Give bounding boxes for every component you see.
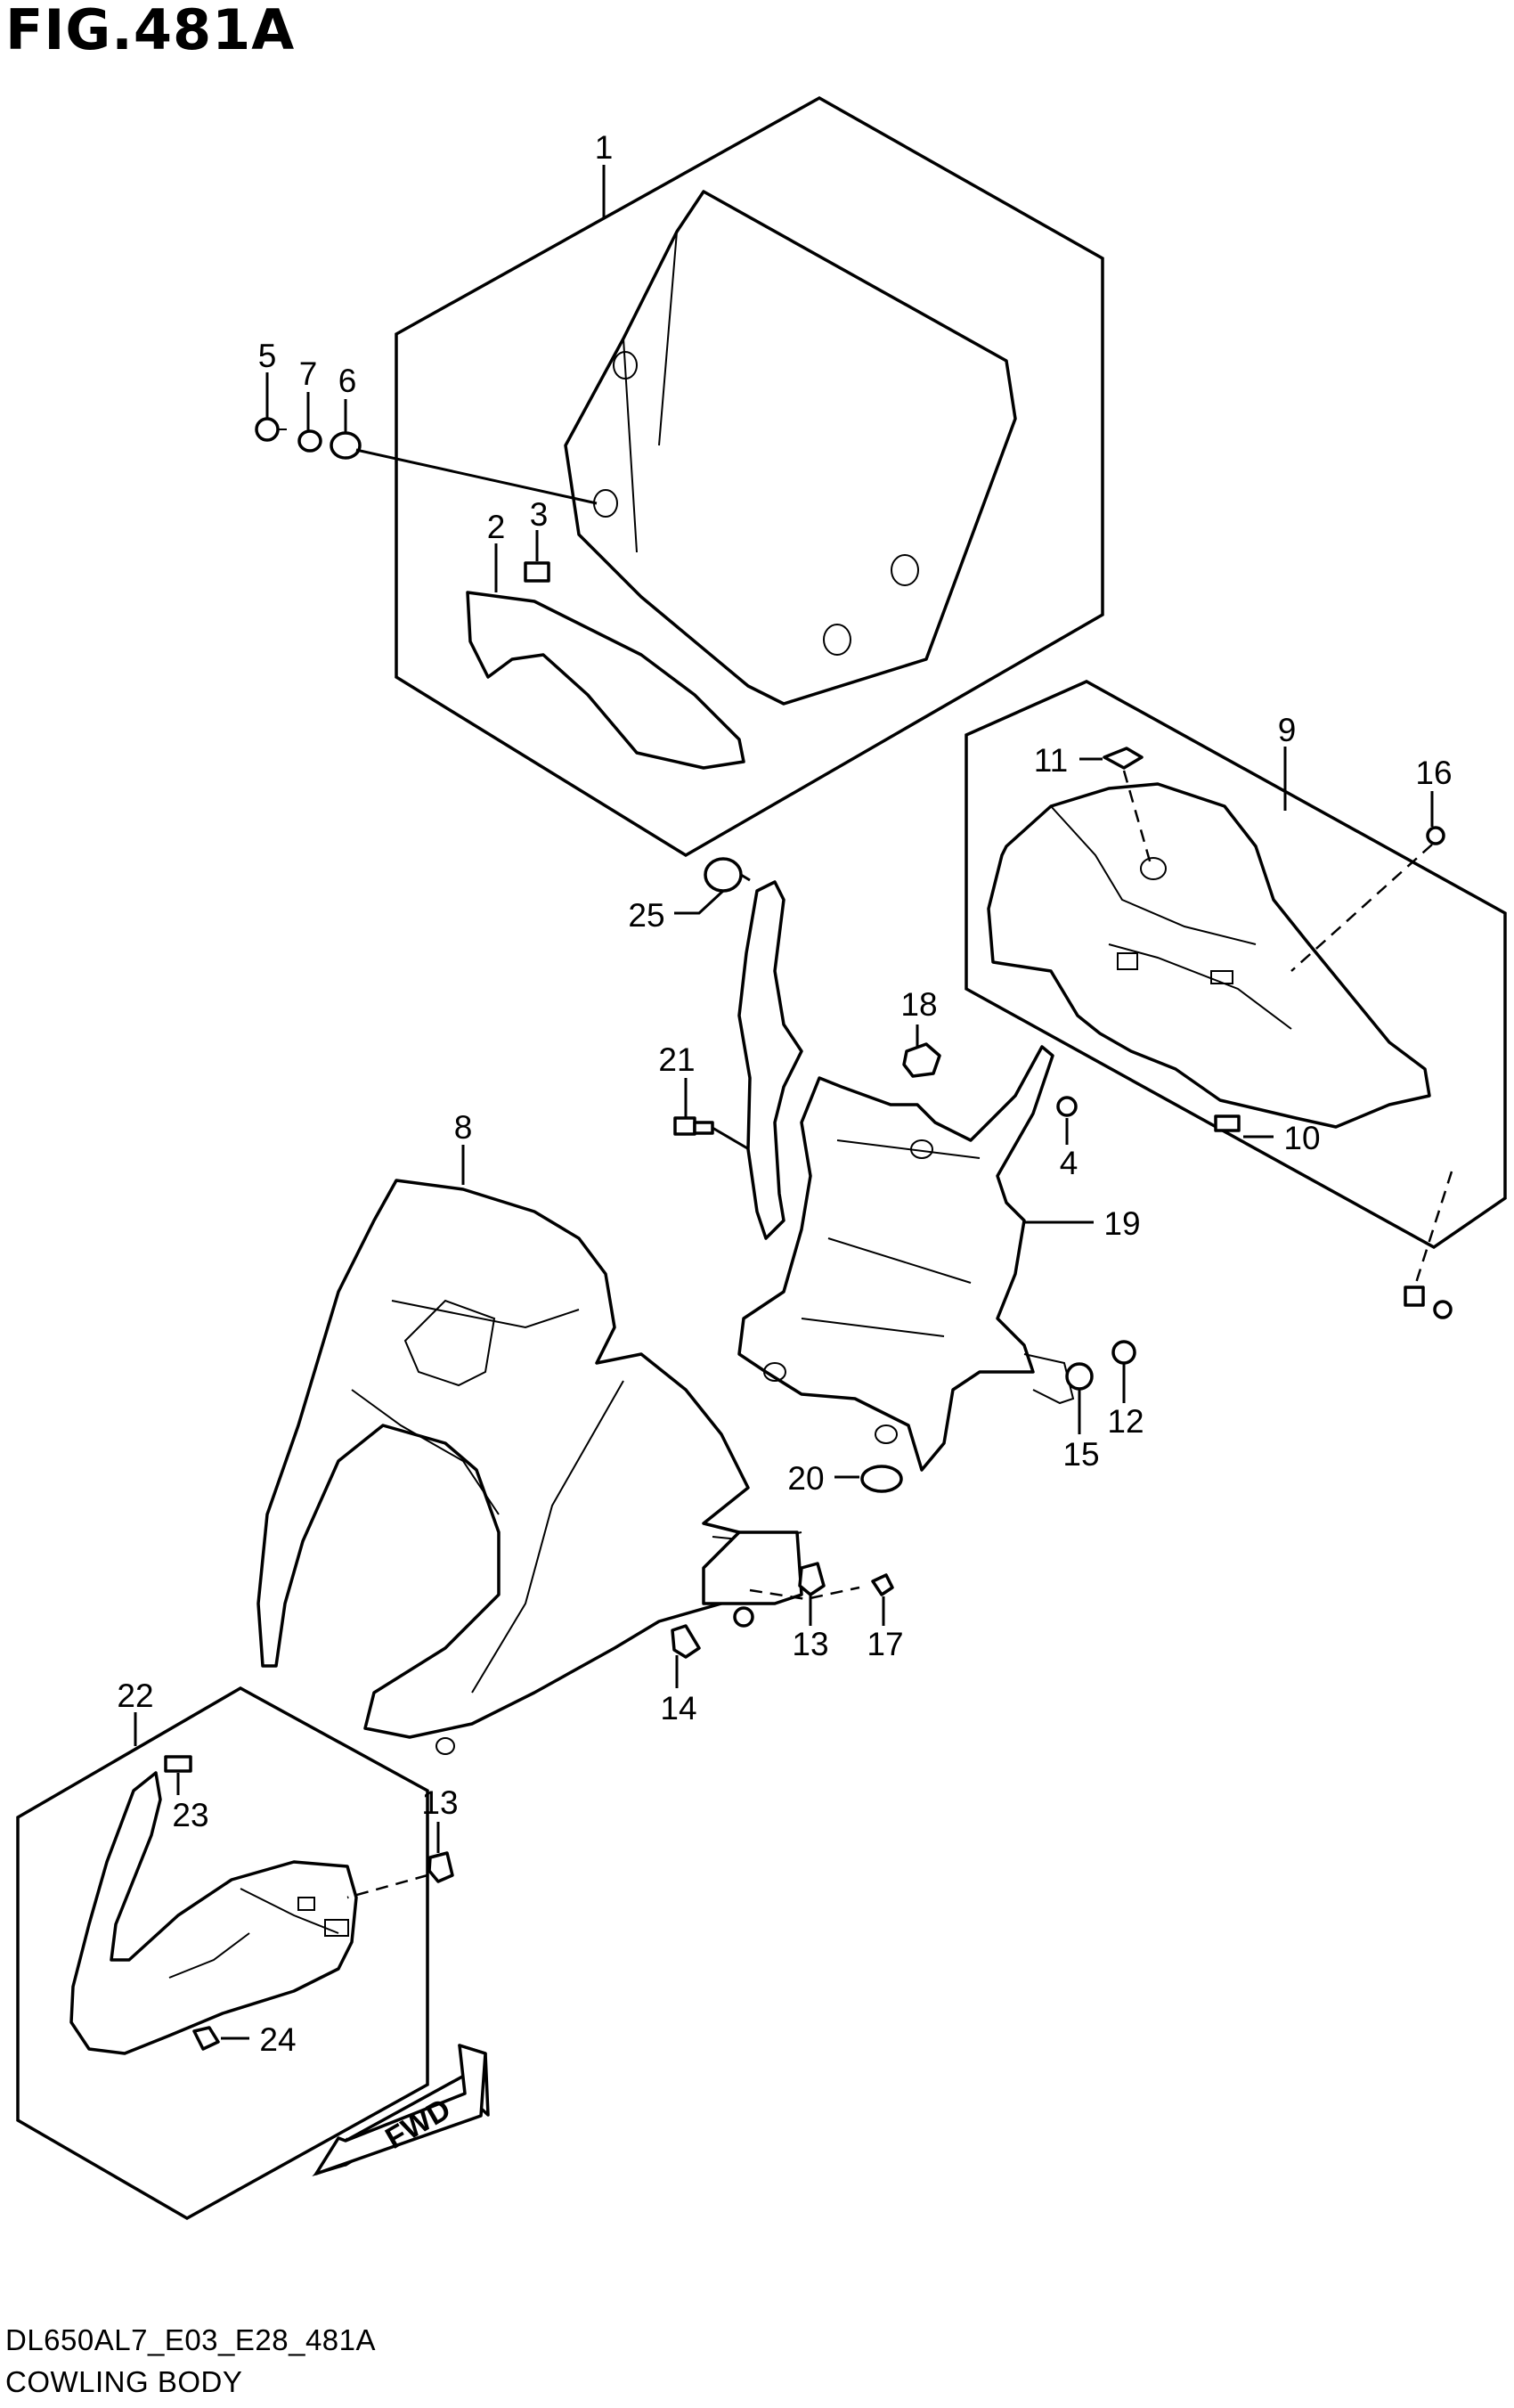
bolt-21 [673,1116,714,1136]
nut-6 [330,431,362,460]
callout-6: 6 [338,363,357,399]
nut-13-upper [798,1562,826,1596]
cap-25 [704,857,743,893]
grommet-11 [1103,747,1144,770]
callout-13-lower: 13 [421,1784,458,1821]
callout-17: 17 [867,1626,903,1662]
callout-21: 21 [658,1041,695,1078]
callout-23: 23 [172,1797,208,1833]
bolt-12 [1111,1340,1136,1379]
callout-18: 18 [900,986,937,1023]
nut-13-lower [427,1851,454,1883]
callout-14: 14 [660,1690,696,1726]
meter-panel-assembly-frame [965,680,1507,1250]
upper-cowling-8 [256,1179,802,1755]
nut-14 [671,1624,701,1659]
callout-13-upper: 13 [792,1626,828,1662]
cowling-bracket-19 [737,880,1075,1472]
callout-1: 1 [595,129,614,166]
cowling-side-bracket [702,1531,803,1605]
lower-cowling-assembly-frame [16,1686,429,2221]
grommet-20 [860,1465,903,1493]
leader-25 [674,889,725,915]
lower-cowling-22 [69,1771,358,2055]
nut-15 [1065,1362,1094,1391]
callout-20: 20 [787,1460,824,1497]
washer-7 [297,429,322,453]
callout-11: 11 [1034,742,1068,779]
nut-24 [192,2026,220,2051]
screw-16 [1426,826,1445,845]
callout-3: 3 [530,496,549,533]
callout-4: 4 [1060,1145,1079,1181]
nut-4 [1056,1096,1078,1117]
windscreen-assembly-frame [395,95,1104,858]
callout-7: 7 [299,355,318,392]
grommet-18 [902,1042,941,1078]
callout-15: 15 [1062,1436,1099,1473]
clip-nut-9 [1404,1286,1453,1319]
label-3 [524,561,550,583]
figure-code: DL650AL7_E03_E28_481A [5,2323,377,2356]
windscreen [564,190,1017,706]
callout-12: 12 [1107,1403,1144,1440]
callout-25: 25 [628,897,664,934]
screw-in-bracket [733,1606,754,1628]
label-23 [164,1755,192,1773]
leader-6-to-windscreen [355,448,598,505]
figure-title: FIG.481A [5,0,296,62]
forward-direction-arrow [312,2044,490,2176]
label-10 [1214,1114,1241,1132]
callout-16: 16 [1415,755,1452,791]
meter-panel [987,782,1431,1129]
screw-17 [871,1573,894,1596]
callout-8: 8 [454,1109,473,1146]
callout-5: 5 [258,338,277,374]
callout-2: 2 [487,509,506,545]
screw-5 [255,417,287,442]
callout-19: 19 [1103,1205,1140,1242]
windscreen-lower-trim [466,591,745,770]
figure-name: COWLING BODY [5,2365,243,2398]
callout-24: 24 [259,2021,296,2058]
callout-22: 22 [117,1677,153,1714]
callout-10: 10 [1283,1120,1320,1156]
callout-9: 9 [1278,712,1297,748]
